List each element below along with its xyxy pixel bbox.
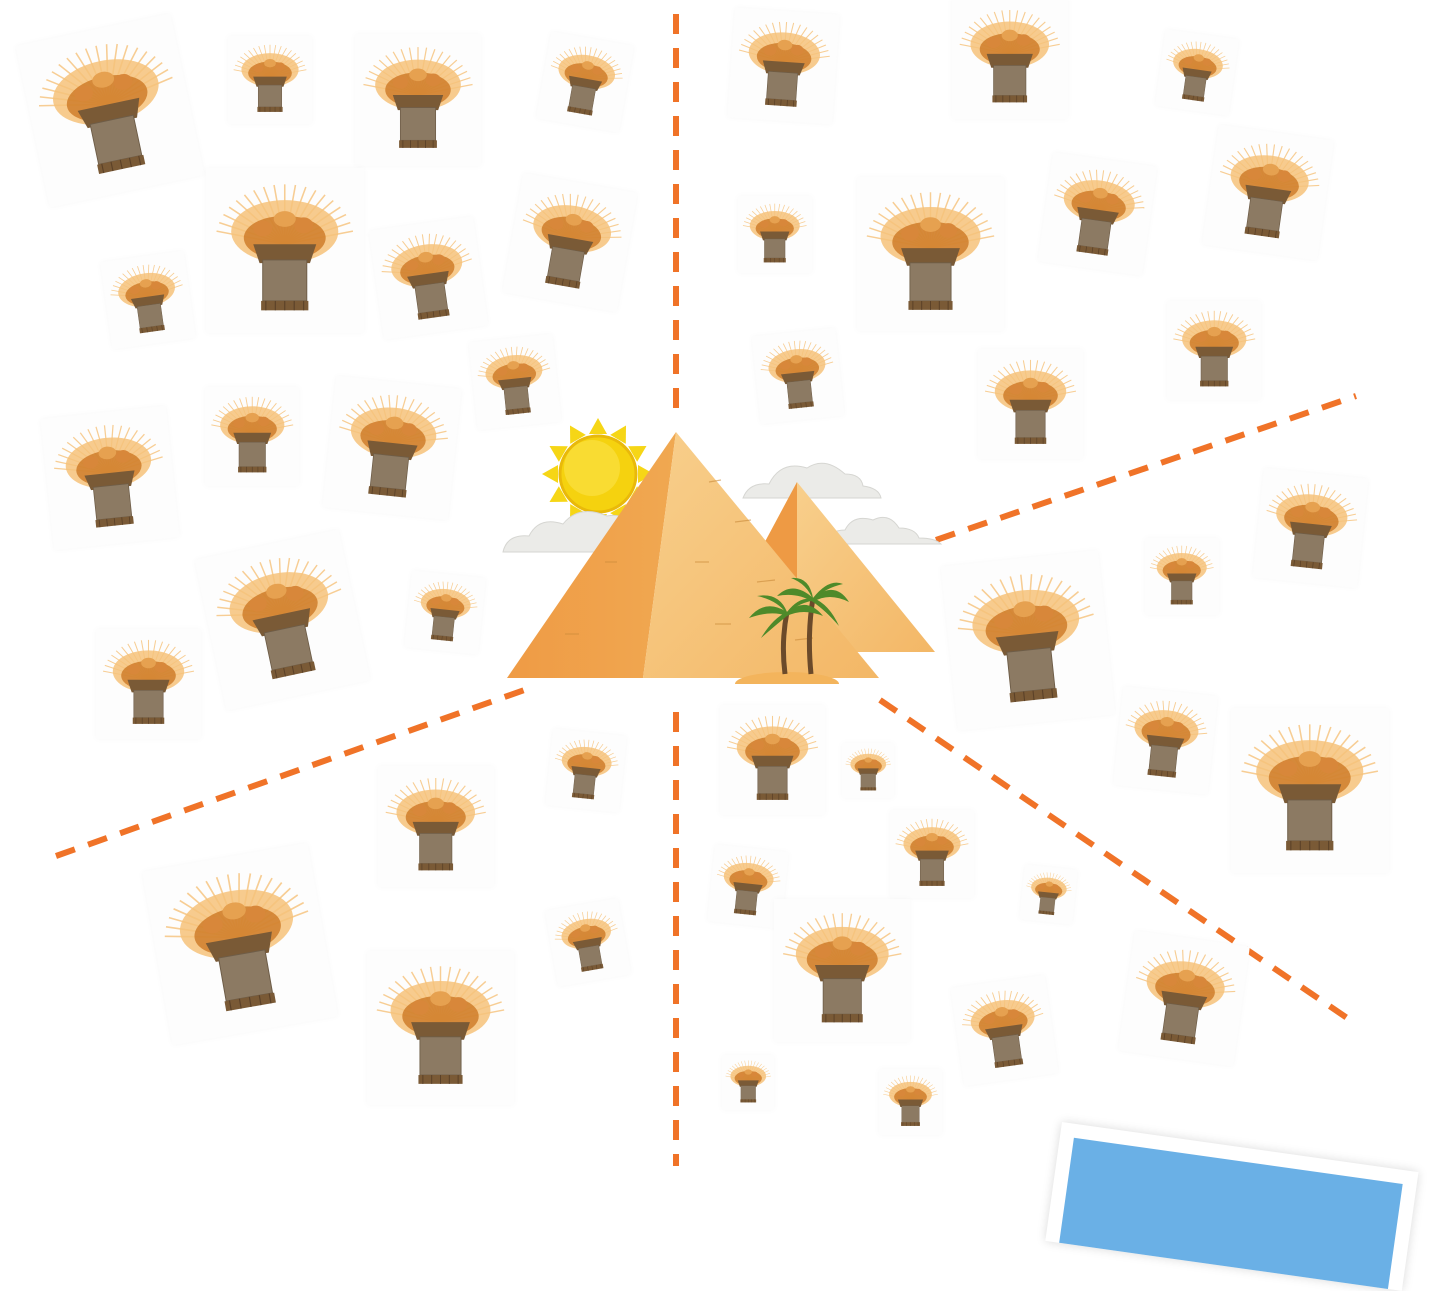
wheat-sheaf-icon[interactable]	[100, 251, 195, 350]
wheat-sheaf-icon[interactable]	[205, 387, 300, 486]
wheat-sheaf-icon[interactable]	[1118, 930, 1249, 1066]
wheat-sheaf-icon[interactable]	[727, 7, 839, 124]
wheat-sheaf-icon[interactable]	[378, 766, 494, 887]
wheat-sheaf-icon[interactable]	[322, 376, 461, 520]
wheat-sheaf-icon[interactable]	[142, 843, 338, 1045]
wheat-sheaf-icon[interactable]	[952, 0, 1068, 119]
wheat-sheaf-icon[interactable]	[842, 743, 895, 798]
wheat-sheaf-icon[interactable]	[367, 951, 514, 1105]
wheat-sheaf-icon[interactable]	[1145, 538, 1219, 615]
wheat-sheaf-icon[interactable]	[752, 328, 845, 424]
sorting-scene	[0, 0, 1432, 1166]
pyramids-icon	[495, 412, 945, 694]
wheat-sheaf-icon[interactable]	[194, 529, 370, 710]
wheat-sheaf-icon[interactable]	[890, 810, 974, 898]
wheat-sheaf-icon[interactable]	[1167, 301, 1262, 400]
wheat-sheaf-icon[interactable]	[774, 899, 911, 1042]
wheat-sheaf-icon[interactable]	[720, 705, 825, 815]
wheat-sheaf-icon[interactable]	[1037, 152, 1156, 276]
wheat-sheaf-icon[interactable]	[545, 728, 626, 812]
wheat-sheaf-icon[interactable]	[368, 216, 487, 340]
wheat-sheaf-icon[interactable]	[941, 550, 1115, 731]
wheat-sheaf-icon[interactable]	[545, 898, 631, 987]
wheat-sheaf-icon[interactable]	[228, 36, 312, 124]
wheat-sheaf-icon[interactable]	[503, 172, 638, 311]
wheat-sheaf-icon[interactable]	[355, 34, 481, 166]
wheat-sheaf-icon[interactable]	[1252, 468, 1368, 588]
wheat-sheaf-icon[interactable]	[96, 629, 201, 739]
wheat-sheaf-icon[interactable]	[978, 349, 1083, 459]
wheat-sheaf-icon[interactable]	[857, 177, 1004, 331]
wheat-sheaf-icon[interactable]	[536, 31, 634, 132]
wheat-sheaf-icon[interactable]	[1113, 686, 1217, 794]
wheat-sheaf-icon[interactable]	[1019, 864, 1077, 924]
wheat-sheaf-icon[interactable]	[1155, 29, 1239, 115]
wheat-sheaf-icon[interactable]	[879, 1069, 942, 1135]
wheat-sheaf-icon[interactable]	[206, 168, 364, 333]
wheat-sheaf-icon[interactable]	[40, 406, 179, 550]
wheat-sheaf-icon[interactable]	[1231, 708, 1389, 873]
wheat-sheaf-icon[interactable]	[404, 570, 485, 654]
wheat-sheaf-icon[interactable]	[738, 196, 812, 273]
wheat-sheaf-icon[interactable]	[722, 1055, 775, 1110]
wheat-sheaf-icon[interactable]	[1202, 124, 1333, 260]
wheat-sheaf-icon[interactable]	[950, 974, 1057, 1085]
